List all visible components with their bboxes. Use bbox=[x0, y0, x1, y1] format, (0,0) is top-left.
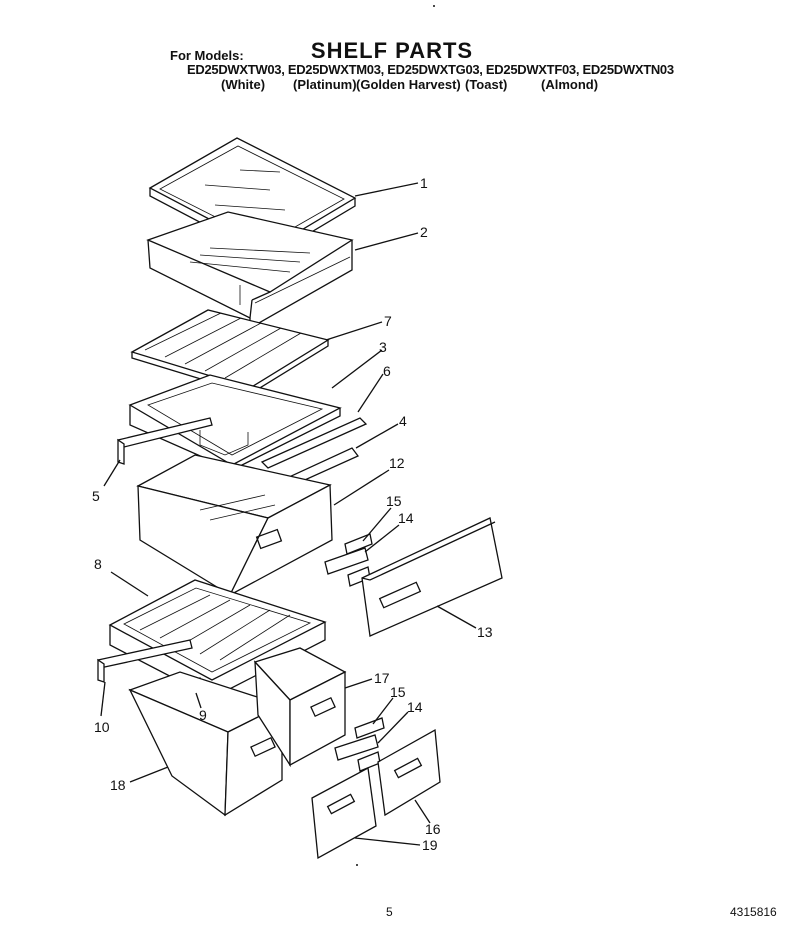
part-19-drawer-front-left bbox=[311, 766, 377, 860]
callout-7: 7 bbox=[384, 313, 392, 329]
part-13-drawer-front bbox=[361, 517, 503, 637]
part-14-handle-cap-upper bbox=[324, 547, 371, 587]
color-white: (White) bbox=[221, 77, 266, 92]
callout-16: 16 bbox=[425, 821, 441, 837]
scan-speck bbox=[356, 864, 358, 866]
callout-14-lower: 14 bbox=[407, 699, 423, 715]
callout-8: 8 bbox=[94, 556, 102, 572]
color-platinum: (Platinum) bbox=[293, 77, 357, 92]
page-title: SHELF PARTS bbox=[0, 38, 800, 64]
callout-2: 2 bbox=[420, 224, 428, 240]
part-6-rail bbox=[260, 417, 368, 469]
callout-10: 10 bbox=[94, 719, 110, 735]
callout-15-lower: 15 bbox=[390, 684, 406, 700]
callout-12: 12 bbox=[389, 455, 405, 471]
callout-5: 5 bbox=[92, 488, 100, 504]
callout-6: 6 bbox=[383, 363, 391, 379]
model-numbers: ED25DWXTW03, ED25DWXTM03, ED25DWXTG03, E… bbox=[187, 62, 674, 77]
part-14-handle-cap-lower bbox=[334, 734, 381, 772]
part-18-left-bin bbox=[128, 671, 284, 817]
part-2-meat-pan bbox=[146, 211, 354, 330]
part-15-handle-lower bbox=[354, 717, 385, 739]
callout-19: 19 bbox=[422, 837, 438, 853]
part-17-right-bin bbox=[253, 647, 347, 768]
callout-4: 4 bbox=[399, 413, 407, 429]
callout-15-upper: 15 bbox=[386, 493, 402, 509]
callout-18: 18 bbox=[110, 777, 126, 793]
color-almond: (Almond) bbox=[541, 77, 599, 92]
color-golden-harvest: (Golden Harvest) bbox=[356, 77, 461, 92]
page-number: 5 bbox=[386, 905, 393, 919]
callout-1: 1 bbox=[420, 175, 428, 191]
document-number: 4315816 bbox=[730, 905, 777, 919]
callout-3: 3 bbox=[379, 339, 387, 355]
leader-lines bbox=[100, 182, 477, 846]
for-models-label: For Models: bbox=[170, 48, 244, 63]
part-10-lower-slide bbox=[97, 639, 193, 683]
part-16-drawer-front-right bbox=[377, 728, 441, 817]
part-12-crisper-drawer bbox=[136, 454, 333, 597]
color-toast: (Toast) bbox=[465, 77, 508, 92]
callout-13: 13 bbox=[477, 624, 493, 640]
scan-speck-top bbox=[433, 5, 435, 7]
callout-14-upper: 14 bbox=[398, 510, 414, 526]
part-5-slide-rail bbox=[117, 417, 213, 465]
part-3-crisper-frame bbox=[128, 374, 342, 471]
callout-labels: 1 2 7 3 6 4 5 12 15 14 8 13 10 9 17 15 1… bbox=[92, 175, 493, 853]
callout-9: 9 bbox=[199, 707, 207, 723]
page-title-text: SHELF PARTS bbox=[310, 38, 474, 63]
callout-17: 17 bbox=[374, 670, 390, 686]
